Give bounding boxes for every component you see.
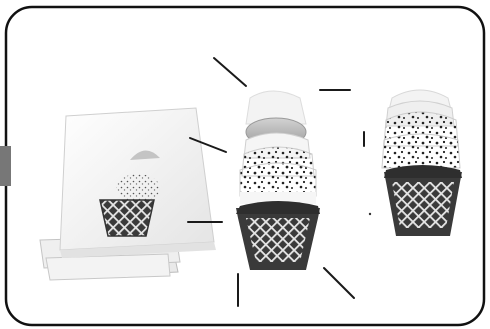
finished-cone-illustration bbox=[382, 90, 462, 236]
page-tab-marker bbox=[0, 146, 11, 186]
small-mark bbox=[369, 213, 371, 215]
sprinkle-layer-2 bbox=[240, 163, 316, 196]
finished-sprinkle-layer-2 bbox=[382, 134, 460, 168]
